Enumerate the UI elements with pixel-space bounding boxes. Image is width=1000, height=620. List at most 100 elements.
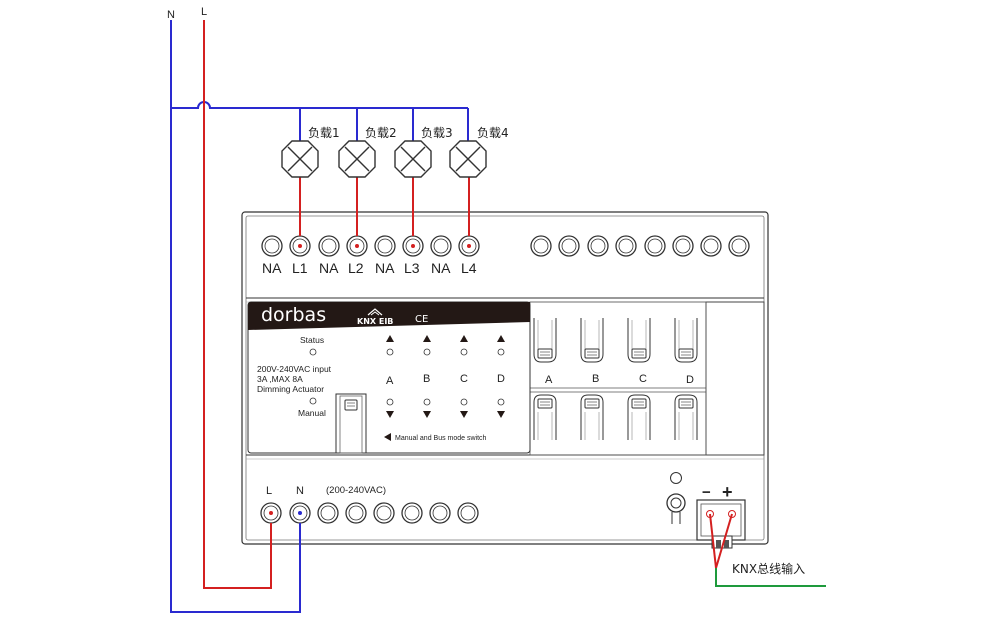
screw-terminal-icon[interactable] <box>558 235 580 257</box>
triangle-down-icon <box>460 411 468 418</box>
lamp-icon <box>449 140 487 178</box>
channel-label-d: D <box>497 373 505 385</box>
relay-lever-top-a[interactable] <box>533 318 557 363</box>
channel-label-c: C <box>460 373 468 385</box>
screw-terminal-icon[interactable] <box>317 502 339 524</box>
load-2: 负载2 <box>338 126 397 178</box>
bus-plus-label: + <box>722 482 733 502</box>
channel-c-controls[interactable]: C <box>460 335 468 418</box>
screw-terminal-icon[interactable] <box>261 235 283 257</box>
screw-terminal-icon[interactable] <box>615 235 637 257</box>
screw-terminal-icon[interactable] <box>374 235 396 257</box>
screw-terminal-icon[interactable] <box>728 235 750 257</box>
channel-led <box>460 398 468 406</box>
channel-led <box>386 398 394 406</box>
relay-lever-top-d[interactable] <box>674 318 698 363</box>
relay-label-d: D <box>686 374 694 386</box>
channel-led <box>423 398 431 406</box>
relay-lever-bottom-d[interactable] <box>674 394 698 440</box>
front-panel: dorbas KNX EIB CE Status 200V-240VAC inp… <box>247 301 531 454</box>
bus-wiring <box>715 568 826 587</box>
ce-mark: CE <box>415 314 428 325</box>
triangle-up-icon <box>386 335 394 342</box>
lamp-icon <box>394 140 432 178</box>
relay-lever-top-c[interactable] <box>627 318 651 363</box>
screw-terminal-icon[interactable] <box>644 235 666 257</box>
channel-b-controls[interactable]: B <box>423 335 431 418</box>
screw-terminal-icon[interactable] <box>345 502 367 524</box>
status-led <box>309 348 317 356</box>
mode-switch[interactable] <box>335 393 367 454</box>
load-4: 负载4 <box>449 126 509 178</box>
load-label-3: 负载3 <box>421 126 453 140</box>
power-label-n: N <box>296 485 304 497</box>
triangle-down-icon <box>386 411 394 418</box>
terminal-label-na-2: NA <box>319 260 339 276</box>
channel-a-controls[interactable]: A <box>386 335 394 418</box>
spec-line-3: Dimming Actuator <box>257 384 324 394</box>
lamp-icon <box>281 140 319 178</box>
terminal-wire-contacts <box>269 244 471 515</box>
screw-terminal-icon[interactable] <box>401 502 423 524</box>
channel-led <box>460 348 468 356</box>
spec-line-1: 200V-240VAC input <box>257 364 332 374</box>
terminal-label-l3: L3 <box>404 260 420 276</box>
live-wiring <box>203 20 733 589</box>
neutral-wire-contact <box>298 511 302 515</box>
screw-terminal-icon[interactable] <box>587 235 609 257</box>
relay-lever-bottom-b[interactable] <box>580 394 604 440</box>
relay-label-c: C <box>639 373 647 385</box>
relay-lever-bottom-c[interactable] <box>627 394 651 440</box>
brand-name: dorbas <box>261 304 326 326</box>
channel-led <box>423 348 431 356</box>
channel-led <box>386 348 394 356</box>
knx-bus-input-label: KNX总线输入 <box>732 561 805 576</box>
relay-lever-top-b[interactable] <box>580 318 604 363</box>
status-label: Status <box>300 335 324 345</box>
terminal-label-na-4: NA <box>431 260 451 276</box>
neutral-supply-label: N <box>167 9 175 21</box>
terminal-label-l2: L2 <box>348 260 364 276</box>
load-label-4: 负载4 <box>477 126 509 140</box>
load-label-2: 负载2 <box>365 126 397 140</box>
live-supply-label: L <box>201 6 207 18</box>
terminal-label-l4: L4 <box>461 260 477 276</box>
load-label-1: 负载1 <box>308 126 340 140</box>
triangle-up-icon <box>423 335 431 342</box>
triangle-up-icon <box>460 335 468 342</box>
channel-led <box>497 398 505 406</box>
power-label-l: L <box>266 485 272 497</box>
knx-bus-area: − + <box>666 472 746 549</box>
screw-terminal-icon[interactable] <box>430 235 452 257</box>
channel-d-controls[interactable]: D <box>497 335 505 418</box>
programming-led <box>670 472 682 484</box>
knx-bus-connector[interactable] <box>696 499 746 549</box>
screw-terminal-icon[interactable] <box>700 235 722 257</box>
screw-terminal-icon[interactable] <box>318 235 340 257</box>
screw-terminal-icon[interactable] <box>429 502 451 524</box>
channel-label-a: A <box>386 375 394 387</box>
programming-button[interactable] <box>666 493 686 524</box>
relay-lever-bottom-a[interactable] <box>533 394 557 440</box>
screw-terminal-icon[interactable] <box>457 502 479 524</box>
load-3: 负载3 <box>394 126 453 178</box>
relay-label-b: B <box>592 373 599 385</box>
relay-levers: A B C D <box>533 318 698 440</box>
triangle-down-icon <box>497 411 505 418</box>
manual-led <box>309 397 317 405</box>
screw-terminal-icon[interactable] <box>373 502 395 524</box>
voltage-range-label: (200-240VAC) <box>326 485 386 496</box>
lamp-icon <box>338 140 376 178</box>
triangle-left-icon <box>384 433 391 441</box>
load-1: 负载1 <box>281 126 340 178</box>
screw-terminal-icon[interactable] <box>672 235 694 257</box>
terminal-label-na-3: NA <box>375 260 395 276</box>
spec-line-2: 3A ,MAX 8A <box>257 374 303 384</box>
manual-label: Manual <box>298 408 326 418</box>
screw-terminal-icon[interactable] <box>530 235 552 257</box>
triangle-up-icon <box>497 335 505 342</box>
terminal-label-l1: L1 <box>292 260 308 276</box>
channel-led <box>497 348 505 356</box>
triangle-down-icon <box>423 411 431 418</box>
